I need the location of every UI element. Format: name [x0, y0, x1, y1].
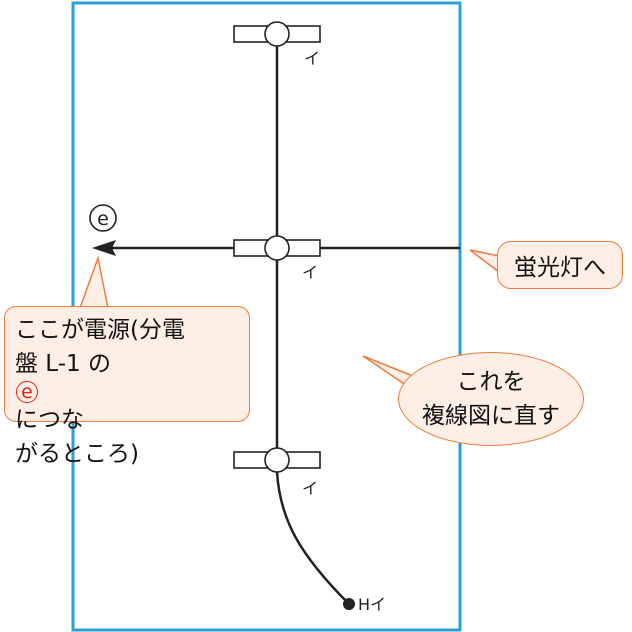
- callout-redraw-line1: これを: [456, 369, 526, 395]
- lamp-fixture-top: [233, 21, 321, 47]
- callout-power-post: につな がるところ): [15, 407, 139, 467]
- power-mark-icon: e: [16, 381, 38, 403]
- terminal-dot: [343, 598, 355, 610]
- callout-redraw-line2: 複線図に直す: [422, 403, 560, 429]
- power-source-letter: e: [97, 208, 109, 230]
- curved-wire: [275, 471, 350, 605]
- callout-power-text: ここが電源(分電 盤 L-1 の e につな がるところ): [15, 317, 239, 467]
- terminal-label: Hイ: [358, 595, 386, 614]
- callout-lamp-tail: [469, 249, 500, 273]
- callout-power-source: ここが電源(分電 盤 L-1 の e につな がるところ): [4, 306, 250, 467]
- callout-power-pre: ここが電源(分電 盤 L-1 の: [15, 317, 185, 377]
- lamp-fixture-lower: [233, 447, 321, 473]
- callout-redraw: これを 複線図に直す: [398, 352, 584, 446]
- callout-power-tail: [79, 255, 109, 309]
- power-source-marker: [89, 204, 117, 232]
- switch-label-top: イ: [304, 49, 320, 68]
- arrow-left-icon: [92, 240, 116, 256]
- switch-label-middle: イ: [302, 263, 318, 282]
- switch-label-lower: イ: [302, 479, 318, 498]
- lamp-fixture-middle: [233, 235, 321, 261]
- callout-lamp-text: 蛍光灯へ: [514, 255, 606, 281]
- callout-lamp: 蛍光灯へ: [497, 241, 623, 289]
